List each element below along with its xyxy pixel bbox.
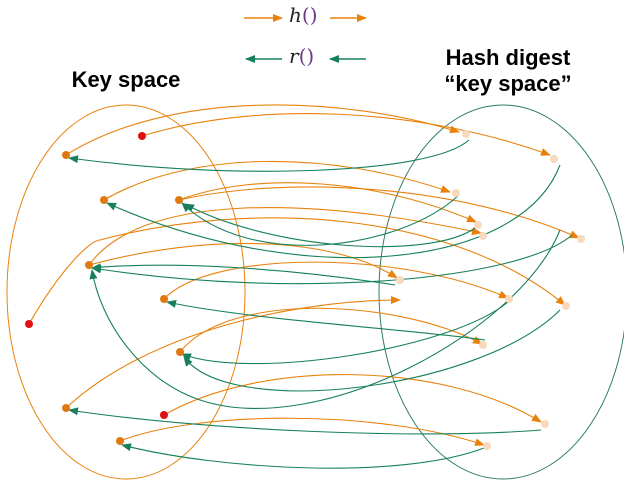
hash-digest-ellipse [378, 104, 624, 480]
digest-point [479, 341, 487, 349]
key-point [62, 404, 70, 412]
r-arrow [89, 229, 561, 409]
legend-r-fn: r [289, 44, 299, 68]
key-point [62, 151, 70, 159]
r-arrow [68, 407, 542, 435]
legend-r-args: () [298, 44, 315, 68]
r-arrow [68, 139, 470, 172]
digest-point [505, 295, 513, 303]
h-arrow [103, 160, 451, 201]
h-arrow [65, 104, 460, 156]
r-arrow [184, 203, 476, 248]
key-point [100, 196, 108, 204]
digest-point [452, 189, 460, 197]
h-arrow [88, 207, 482, 266]
key-point [160, 295, 168, 303]
h-arrow [119, 417, 485, 446]
key-point [85, 261, 93, 269]
unmapped-key-point [138, 132, 146, 140]
hash-digest-points [396, 130, 585, 450]
digest-point [562, 302, 570, 310]
legend-h-fn: h [289, 3, 302, 27]
key-point [116, 437, 124, 445]
r-arrow [91, 234, 573, 285]
r-arrow [181, 301, 509, 365]
digest-point [483, 442, 491, 450]
legend-h-args: () [301, 3, 318, 27]
digest-point [577, 235, 585, 243]
h-arrow [178, 182, 477, 223]
digest-point [462, 130, 470, 138]
legend-h-label: h() [289, 4, 318, 26]
r-arrow [183, 309, 561, 392]
h-arrow [28, 217, 566, 325]
h-arrow [141, 113, 551, 156]
r-arrow [166, 299, 486, 341]
unmapped-key-point [160, 411, 168, 419]
key-point [175, 196, 183, 204]
h-arrow [178, 186, 580, 239]
digest-point [479, 232, 487, 240]
hash-digest-label-line2: “key space” [444, 71, 572, 96]
hash-digest-label: Hash digest “key space” [418, 45, 598, 97]
r-arrow [181, 194, 460, 246]
r-arrow [91, 263, 396, 286]
h-arrows [28, 104, 580, 446]
r-arrow [106, 164, 561, 259]
h-arrow [65, 296, 401, 409]
digest-point [541, 420, 549, 428]
r-arrow [121, 443, 485, 469]
h-arrow [179, 307, 483, 353]
hash-digest-label-line1: Hash digest [445, 45, 571, 70]
h-arrow [163, 374, 542, 423]
unmapped-key-point [25, 320, 33, 328]
legend-r-label: r() [289, 45, 314, 67]
key-space-ellipse [6, 104, 246, 480]
h-arrow [163, 261, 509, 300]
digest-point [550, 155, 558, 163]
key-space-points [25, 132, 184, 445]
key-point [176, 348, 184, 356]
r-arrows [68, 139, 573, 469]
digest-point [396, 276, 404, 284]
digest-point [474, 221, 482, 229]
key-space-label: Key space [71, 67, 181, 92]
